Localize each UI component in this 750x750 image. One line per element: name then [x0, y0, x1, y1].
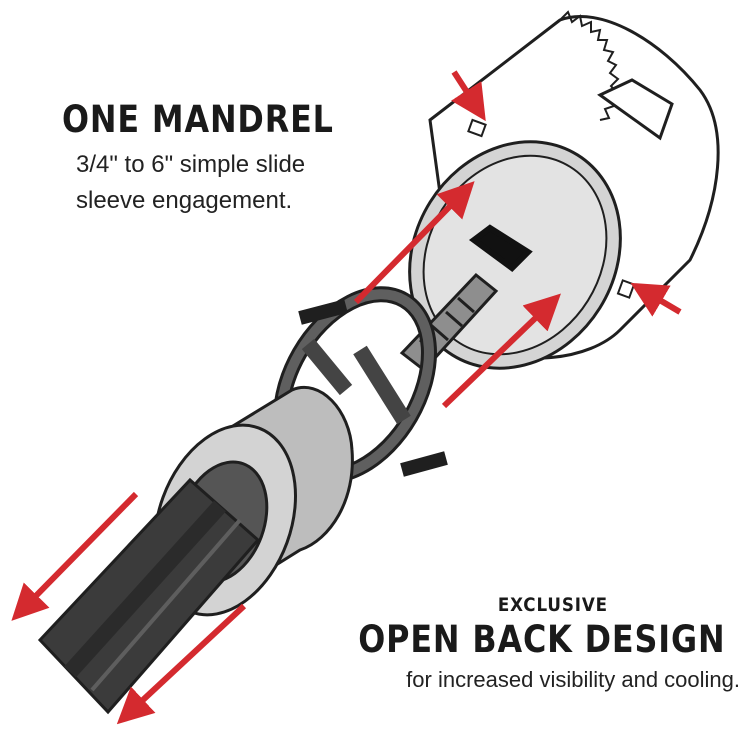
- callout-arrows: [11, 70, 682, 725]
- open-back-heading: OPEN BACK DESIGN: [358, 618, 726, 661]
- one-mandrel-description: 3/4" to 6" simple slide sleeve engagemen…: [76, 147, 378, 219]
- arrow-icon: [11, 491, 139, 621]
- one-mandrel-callout: ONE MANDREL 3/4" to 6" simple slide slee…: [62, 98, 378, 219]
- arrow-icon: [441, 293, 561, 409]
- arrow-icon: [353, 181, 475, 305]
- open-back-eyebrow: EXCLUSIVE: [497, 594, 608, 616]
- one-mandrel-line: sleeve engagement.: [76, 187, 293, 214]
- arrow-icon: [451, 70, 486, 122]
- one-mandrel-line: 3/4" to 6" simple slide: [76, 151, 306, 178]
- arrow-icon: [630, 282, 682, 317]
- open-back-callout: EXCLUSIVE OPEN BACK DESIGN for increased…: [300, 594, 740, 697]
- arrow-icon: [116, 603, 247, 725]
- hex-shank: [37, 477, 261, 715]
- one-mandrel-heading: ONE MANDREL: [62, 98, 334, 141]
- open-back-description: for increased visibility and cooling.: [406, 667, 740, 692]
